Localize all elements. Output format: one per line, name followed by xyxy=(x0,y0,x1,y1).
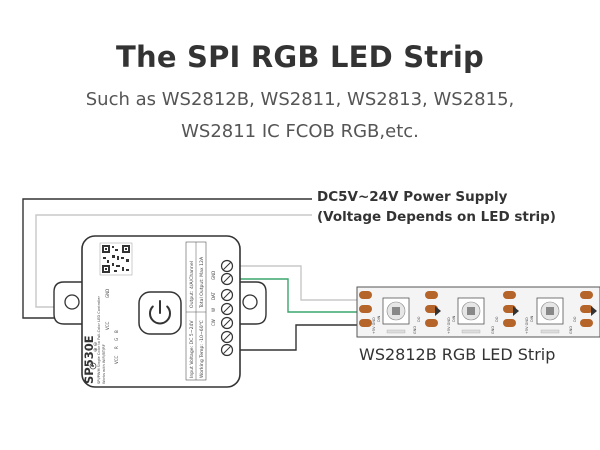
label-term-cw: CW xyxy=(211,319,216,326)
label-g: G xyxy=(114,338,119,341)
right-mount-hole xyxy=(242,294,258,310)
controller-model: SP530E xyxy=(82,335,96,384)
controller-desc: SPI/PWM Single Color to Full-Color LED C… xyxy=(97,296,101,384)
solder-pad xyxy=(580,291,593,299)
power-icon xyxy=(149,305,171,325)
pad-label-mid: DIN xyxy=(377,315,381,322)
power-button[interactable] xyxy=(138,291,182,335)
solder-pad xyxy=(580,305,593,313)
spec-output: Output: 4/A/Channel xyxy=(189,261,195,308)
power-supply-label: DC5V~24V Power Supply xyxy=(317,189,508,205)
power-wire-negative xyxy=(22,198,312,319)
spec-input: Input Voltage: DC 5~24V xyxy=(189,320,195,378)
spec-temp: Working Temp: -10~60℃ xyxy=(199,320,205,378)
page-title: The SPI RGB LED Strip xyxy=(116,40,484,74)
subtitle-line-2: WS2811 IC FCOB RGB,etc. xyxy=(181,121,419,142)
arrow-right-icon xyxy=(513,306,519,316)
solder-pad xyxy=(359,319,372,327)
label-bottom-vcc: VCC xyxy=(114,355,119,364)
pad-label-mid: DIN xyxy=(530,315,534,322)
spec-total: Total Output: Max 12A xyxy=(199,256,205,309)
wire-5v xyxy=(236,265,362,301)
controller-compat: Works with WiFi/BT/RF xyxy=(102,344,106,384)
solder-pad xyxy=(503,319,516,327)
subtitle-line-1: Such as WS2812B, WS2811, WS2813, WS2815, xyxy=(85,89,515,110)
solder-pad xyxy=(580,319,593,327)
screw-slot xyxy=(223,262,231,270)
pad-label-right: GND xyxy=(413,326,417,334)
screw-slot xyxy=(223,275,231,283)
solder-pad xyxy=(503,291,516,299)
arrow-right-icon xyxy=(591,306,597,316)
led-resistor xyxy=(540,329,560,334)
pad-label-left: +5V GND xyxy=(447,317,451,334)
screw-slot xyxy=(223,346,231,354)
pad-label-left: +5V GND xyxy=(525,317,529,334)
arrow-right-icon xyxy=(435,306,441,316)
pad-label-right: GND xyxy=(491,326,495,334)
solder-pad xyxy=(425,305,438,313)
power-wires xyxy=(22,198,312,319)
label-b: B xyxy=(114,330,119,333)
pad-label-do: DO xyxy=(573,316,577,322)
led-resistor xyxy=(386,329,406,334)
label-term-gnd: GND xyxy=(211,271,216,280)
label-term-dat: DAT xyxy=(211,292,216,300)
power-input-symbol: ⊕ ⊖ xyxy=(93,342,99,352)
qr-code xyxy=(99,242,133,276)
pad-label-right: GND xyxy=(569,326,573,334)
terminal-block xyxy=(220,259,234,357)
label-gnd: GND xyxy=(105,289,110,298)
screw-slot xyxy=(223,319,231,327)
screw-slot xyxy=(223,333,231,341)
pad-label-left: +5V GND xyxy=(372,317,376,334)
screw-slot xyxy=(223,305,231,313)
pad-label-do: DO xyxy=(495,316,499,322)
wire-gnd xyxy=(236,324,362,351)
solder-pad xyxy=(425,319,438,327)
pad-label-do: DO xyxy=(417,316,421,322)
power-supply-note: (Voltage Depends on LED strip) xyxy=(317,209,556,225)
led-die xyxy=(392,307,400,315)
power-wire-positive xyxy=(35,214,312,308)
power-jack-icon xyxy=(89,362,97,370)
controller: SP530E SPI/PWM Single Color to Full-Colo… xyxy=(53,235,267,388)
solder-pad xyxy=(503,305,516,313)
led-resistor xyxy=(461,329,481,334)
spec-block: Input Voltage: DC 5~24V Working Temp: -1… xyxy=(185,241,207,381)
label-r: R xyxy=(114,346,119,349)
left-mount-hole xyxy=(64,294,80,310)
label-vcc: VCC xyxy=(105,321,110,330)
label-term-w: W xyxy=(211,308,216,312)
wire-data xyxy=(236,278,362,313)
output-wires xyxy=(236,265,362,351)
solder-pad xyxy=(359,291,372,299)
pad-label-mid: DIN xyxy=(452,315,456,322)
screw-slot xyxy=(223,291,231,299)
led-strip-label: WS2812B RGB LED Strip xyxy=(359,345,556,364)
solder-pad xyxy=(425,291,438,299)
led-die xyxy=(546,307,554,315)
solder-pad xyxy=(359,305,372,313)
led-die xyxy=(467,307,475,315)
